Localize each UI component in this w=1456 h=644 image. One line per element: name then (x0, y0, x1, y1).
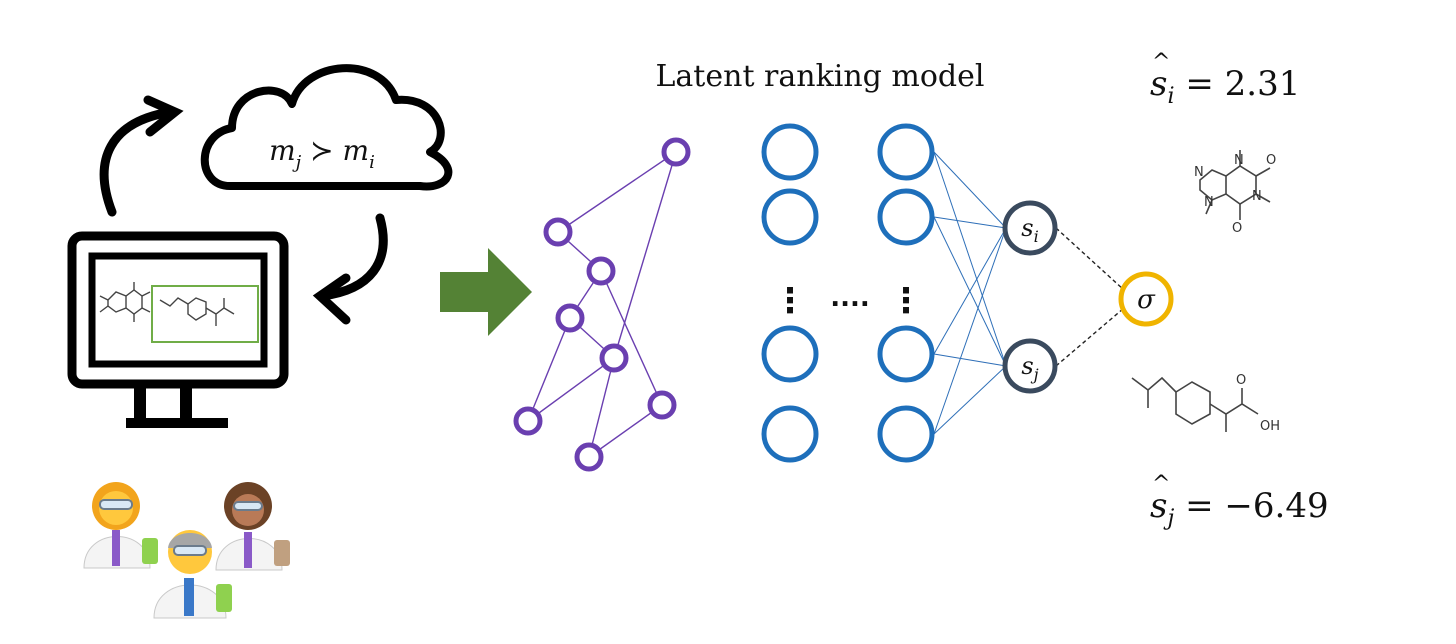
svg-text:O: O (1236, 373, 1246, 388)
neuron (761, 188, 819, 246)
svg-text:si: si (1021, 214, 1038, 246)
score-i-equals: = (1185, 64, 1214, 104)
neuron (877, 188, 935, 246)
graph-node (543, 217, 573, 247)
molecule-caffeine (1199, 150, 1271, 220)
vertical-ellipsis-layer-1: ⋮ (773, 281, 807, 321)
horizontal-ellipsis: .... (830, 283, 870, 313)
diagram-title: Latent ranking model (656, 59, 985, 94)
caffeine-atom-labels: N N O N O N (1194, 153, 1276, 236)
neuron (877, 123, 935, 181)
sigma-node: σ (1118, 271, 1174, 327)
score-j-value: −6.49 (1224, 486, 1329, 526)
scientist-3-icon (153, 530, 232, 619)
cloud-shape (200, 64, 453, 191)
svg-text:σ: σ (1137, 285, 1156, 315)
graph-node (599, 343, 629, 373)
hidden-layer-2 (877, 123, 935, 463)
neuron (761, 123, 819, 181)
svg-text:N: N (1234, 153, 1244, 168)
graph-node (574, 442, 604, 472)
neuron (877, 405, 935, 463)
sigma-connections (1055, 227, 1125, 367)
svg-text:O: O (1266, 153, 1276, 168)
score-j-readout: sj = −6.49 (1150, 472, 1329, 531)
neuron (877, 325, 935, 383)
svg-text:OH: OH (1260, 419, 1280, 434)
ibuprofen-atom-labels: O OH (1236, 373, 1280, 434)
graph-node (586, 256, 616, 286)
graph-node (647, 390, 677, 420)
loop-arrow-down (312, 213, 388, 325)
vertical-ellipsis-layer-2: ⋮ (889, 281, 923, 321)
score-node-j: sj (1002, 338, 1058, 394)
svg-text:N: N (1194, 165, 1204, 180)
svg-text:sj: sj (1021, 352, 1038, 384)
screen-highlight-box (151, 285, 259, 343)
graph-nodes (513, 137, 691, 472)
svg-text:N: N (1252, 189, 1262, 204)
hidden-layer-1 (761, 123, 819, 463)
score-j-sub: j (1167, 505, 1175, 531)
score-i-symbol: s (1150, 50, 1171, 104)
neuron (761, 405, 819, 463)
score-j-symbol: s (1150, 472, 1171, 526)
score-i-value: 2.31 (1224, 64, 1301, 104)
graph-node (513, 406, 543, 436)
screen-molecule-ibuprofen (159, 297, 235, 326)
score-j-equals: = (1185, 486, 1214, 526)
monitor-icon (67, 231, 289, 428)
svg-text:O: O (1232, 221, 1242, 236)
score-i-readout: si = 2.31 (1150, 50, 1301, 109)
transition-arrow (440, 248, 532, 336)
molecule-ibuprofen (1131, 376, 1259, 432)
score-i-sub: i (1167, 83, 1175, 109)
graph-node (661, 137, 691, 167)
graph-node (555, 303, 585, 333)
scientist-2-icon (215, 482, 290, 571)
score-node-i: si (1002, 200, 1058, 256)
layer-connections (933, 151, 1007, 435)
scientist-1-icon (83, 482, 158, 569)
svg-text:N: N (1204, 195, 1214, 210)
screen-molecule-caffeine (99, 282, 151, 322)
neuron (761, 325, 819, 383)
molecular-graph (527, 151, 677, 458)
loop-arrow-up (99, 95, 184, 217)
cloud-preference-text: mj ≻ mi (269, 134, 375, 173)
